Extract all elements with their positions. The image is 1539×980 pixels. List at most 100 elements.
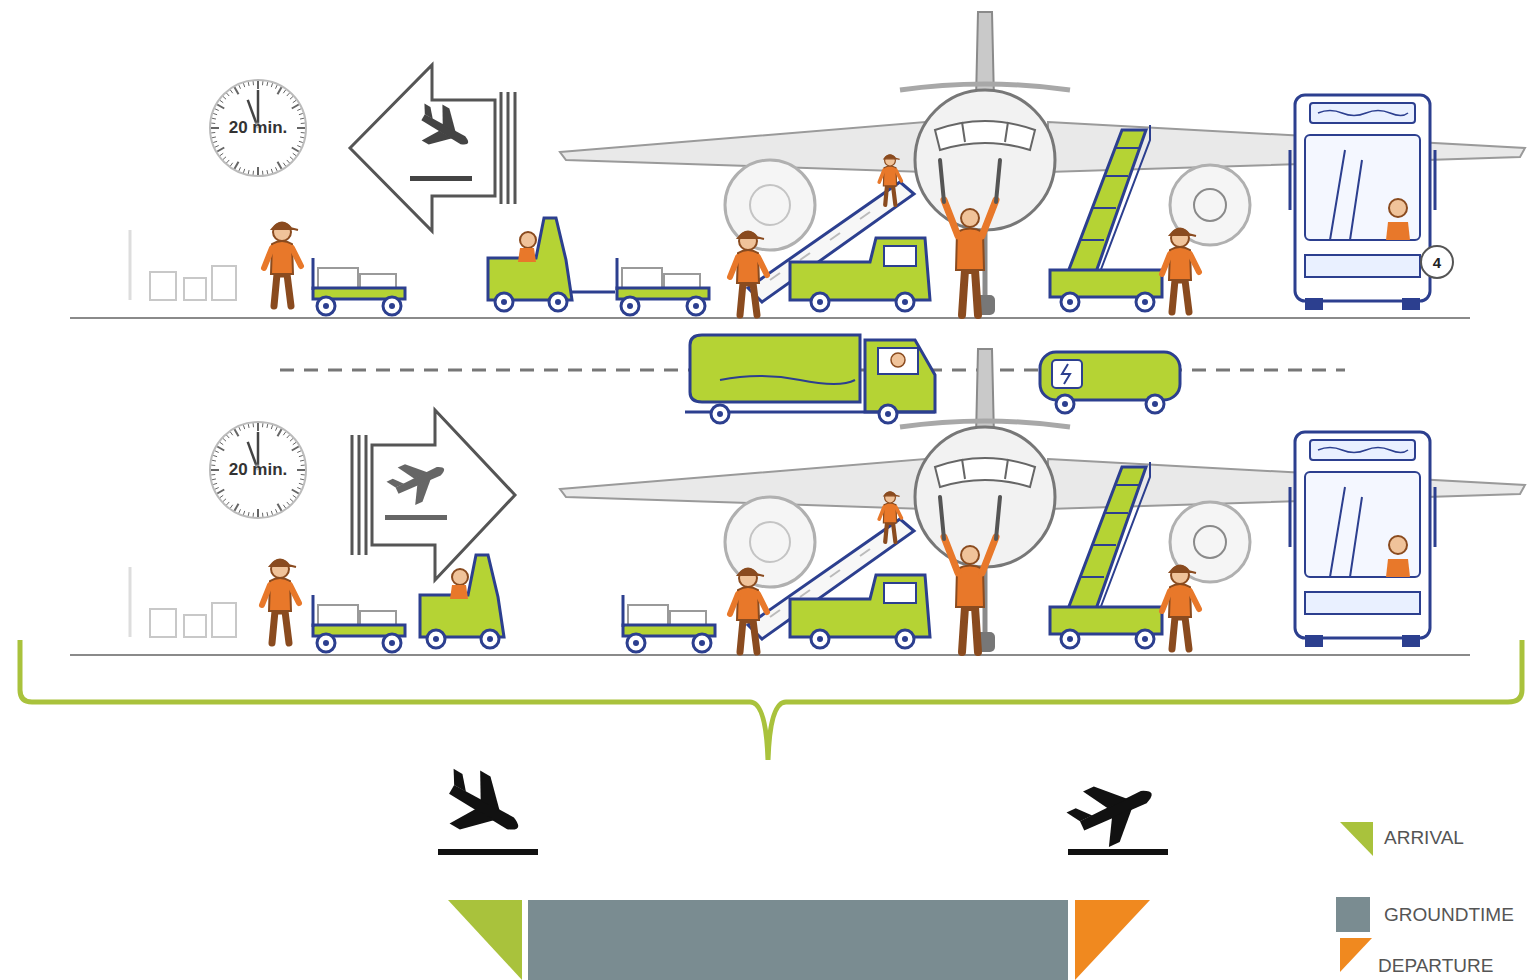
clock-tick	[275, 85, 277, 89]
legend-label: GROUNDTIME	[1384, 903, 1514, 927]
ground-worker	[262, 560, 299, 644]
clock-tick	[300, 460, 304, 462]
fuel-truck	[690, 335, 860, 402]
clock-tick	[227, 435, 230, 438]
clock-tick	[211, 465, 215, 466]
clock-tick	[301, 132, 305, 133]
clock-tick	[217, 447, 224, 451]
clock-tick	[253, 171, 254, 175]
clock-tick	[262, 171, 263, 175]
clock-tick	[211, 469, 219, 471]
clock-tick	[301, 465, 305, 466]
clock-tick	[248, 424, 250, 428]
legend-label: DEPARTURE	[1378, 954, 1493, 978]
clock-tick	[215, 487, 219, 489]
clock-tick	[299, 141, 303, 142]
timeline	[438, 849, 538, 855]
legend-swatch	[1340, 822, 1373, 856]
clock-tick	[290, 499, 293, 502]
clock-tick	[292, 105, 299, 109]
legend-swatch-box	[1340, 938, 1376, 974]
clock-tick	[299, 113, 303, 114]
luggage	[130, 230, 236, 300]
clock-tick	[300, 118, 304, 120]
clock-tick	[253, 423, 254, 427]
fuel-truck	[711, 405, 729, 423]
callout-circle	[1421, 246, 1453, 278]
timeline	[1061, 766, 1164, 857]
clock-tick	[230, 505, 232, 508]
clock-tick	[293, 100, 296, 102]
clock-tick	[212, 118, 216, 120]
timeline	[429, 759, 1168, 980]
baggage-cart	[623, 595, 715, 652]
fuel-truck	[879, 405, 897, 423]
clock-tick	[271, 169, 272, 173]
service-lane	[280, 335, 1345, 423]
departure-arrow	[383, 450, 453, 512]
clock-tick	[220, 153, 223, 155]
clock-tick	[292, 490, 299, 494]
clock-tick	[299, 483, 303, 484]
clock-tick	[235, 429, 239, 436]
clock-tick	[266, 170, 268, 174]
arrival-arrow	[350, 65, 495, 231]
baggage-tractor	[488, 218, 572, 311]
clock-tick	[220, 495, 223, 497]
clock-tick	[235, 504, 239, 511]
clock-tick	[223, 97, 226, 100]
clock-tick	[283, 90, 285, 93]
clock-tick	[299, 455, 303, 456]
timeline	[1068, 849, 1168, 855]
clock-tick	[293, 442, 296, 444]
clock-tick	[271, 511, 272, 515]
clock-tick	[239, 509, 241, 513]
clock-face	[210, 422, 306, 518]
arrival-arrow	[350, 65, 515, 231]
clock-tick	[227, 502, 230, 505]
clock-face	[210, 80, 306, 176]
clock-tick	[266, 82, 268, 86]
clock-tick	[248, 82, 250, 86]
baggage-cart	[313, 258, 405, 315]
arrival-marker	[448, 900, 522, 980]
clock-tick	[278, 162, 282, 169]
ground-power-unit	[1040, 352, 1180, 413]
clock-tick	[257, 423, 259, 431]
clock-tick	[293, 495, 296, 497]
clock-tick	[248, 512, 250, 516]
clock-tick	[301, 474, 305, 475]
clock-tick	[213, 455, 217, 456]
baggage-cart	[313, 595, 405, 652]
clock-tick	[300, 478, 304, 480]
clock-tick	[262, 423, 263, 427]
clock-tick	[215, 109, 219, 111]
clock-tick	[217, 105, 224, 109]
clock-tick	[230, 163, 232, 166]
clock-tick	[211, 474, 215, 475]
clock-tick	[253, 513, 254, 517]
clock-tick	[300, 136, 304, 138]
clock-tick	[297, 487, 301, 489]
clock-tick	[297, 469, 305, 471]
bracket	[20, 640, 1522, 760]
clock-tick	[292, 447, 299, 451]
ground-power-unit	[1062, 364, 1070, 384]
fuel-truck	[685, 335, 935, 423]
legend-label: ARRIVAL	[1384, 826, 1464, 850]
clock-tick	[243, 425, 244, 429]
clock-tick	[287, 160, 290, 163]
arrival-row	[572, 291, 615, 294]
clock-tick	[248, 170, 250, 174]
clock-tick	[211, 132, 215, 133]
callout-number: 4	[1421, 246, 1453, 278]
fuel-truck	[891, 353, 905, 367]
clock-tick	[235, 162, 239, 169]
departure-marker	[1075, 900, 1150, 980]
clock-tick	[283, 432, 285, 435]
clock-tick	[239, 427, 241, 431]
arrival-arrow	[501, 92, 515, 204]
clock-tick	[253, 81, 254, 85]
clock-tick	[275, 509, 277, 513]
